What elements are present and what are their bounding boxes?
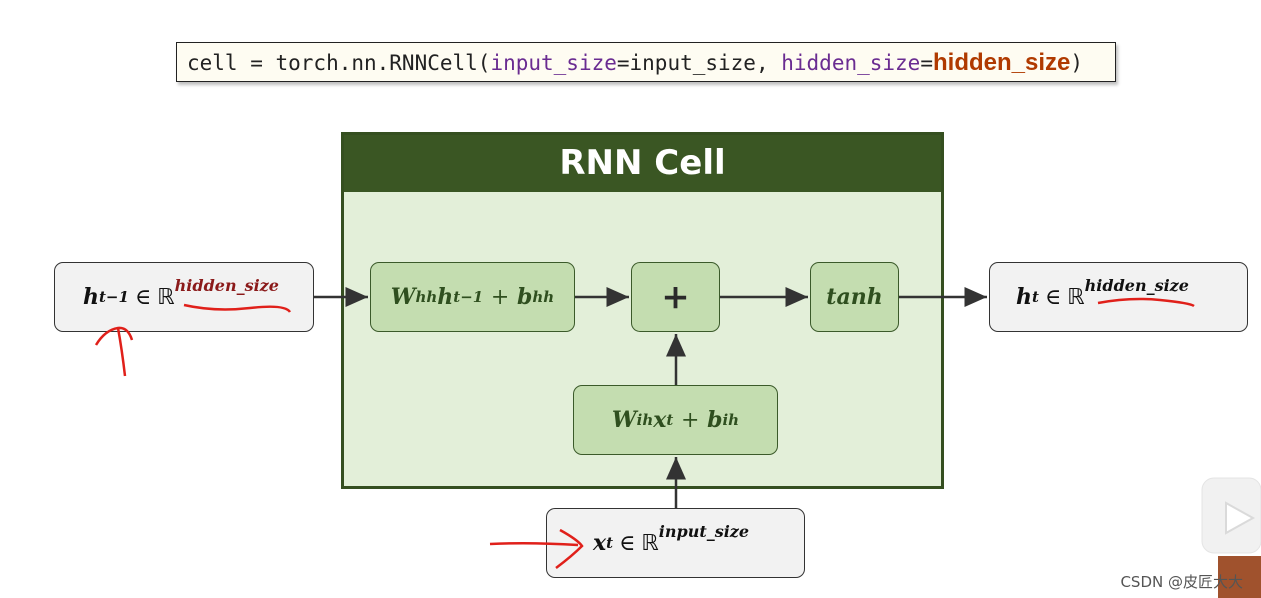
x-t-var: x: [593, 530, 607, 556]
hidden-w-sub: hh: [415, 288, 438, 306]
h-prev-in: ∈: [134, 284, 152, 310]
x-t-sub: t: [606, 534, 614, 552]
input-x-sub: t: [666, 411, 674, 429]
h-prev-set: ℝ: [157, 284, 175, 310]
code-hidden-size-value: hidden_size: [932, 49, 1071, 76]
input-b: b: [707, 407, 723, 433]
h-prev-sub: t−1: [99, 288, 129, 306]
h-prev-sup: hidden_size: [174, 275, 279, 295]
hidden-plus: +: [490, 284, 510, 310]
x-t-in: ∈: [619, 530, 636, 556]
rnn-cell-title: RNN Cell: [344, 135, 941, 192]
h-prev-var: h: [83, 284, 99, 310]
code-param-input-size-value: =input_size,: [616, 51, 782, 75]
hidden-h: h: [437, 284, 454, 310]
x-t-sup: input_size: [658, 521, 750, 541]
code-prefix: cell = torch.nn.RNNCell(: [187, 51, 491, 75]
input-plus: +: [680, 407, 700, 433]
code-snippet: cell = torch.nn.RNNCell(input_size=input…: [176, 42, 1116, 82]
hidden-h-sub: t−1: [453, 288, 484, 306]
h-t-set: ℝ: [1067, 284, 1085, 310]
input-x: x: [653, 407, 667, 433]
input-b-sub: ih: [722, 411, 740, 429]
code-param-input-size: input_size: [490, 51, 617, 75]
red-underline-ht: [1097, 297, 1195, 308]
hidden-b-sub: hh: [532, 288, 555, 306]
tanh-node: tanh: [810, 262, 899, 332]
sum-node: +: [631, 262, 720, 332]
hidden-b: b: [517, 284, 533, 310]
red-underline-hprev: [183, 303, 292, 313]
input-w-sub: ih: [636, 411, 654, 429]
hidden-w: W: [390, 284, 416, 310]
code-param-hidden-size: hidden_size: [781, 51, 921, 75]
h-t-in: ∈: [1044, 284, 1062, 310]
code-suffix: ): [1070, 51, 1084, 75]
input-w: W: [611, 407, 637, 433]
h-t-sub: t: [1032, 288, 1039, 306]
red-arrow-xt: [489, 528, 584, 569]
watermark-text: CSDN @皮匠大大: [1120, 573, 1243, 591]
red-arrow-hprev: [94, 326, 134, 377]
code-equals: =: [920, 51, 933, 75]
x-t-set: ℝ: [641, 530, 659, 556]
h-t-sup: hidden_size: [1084, 275, 1189, 295]
h-t-var: h: [1016, 284, 1032, 310]
